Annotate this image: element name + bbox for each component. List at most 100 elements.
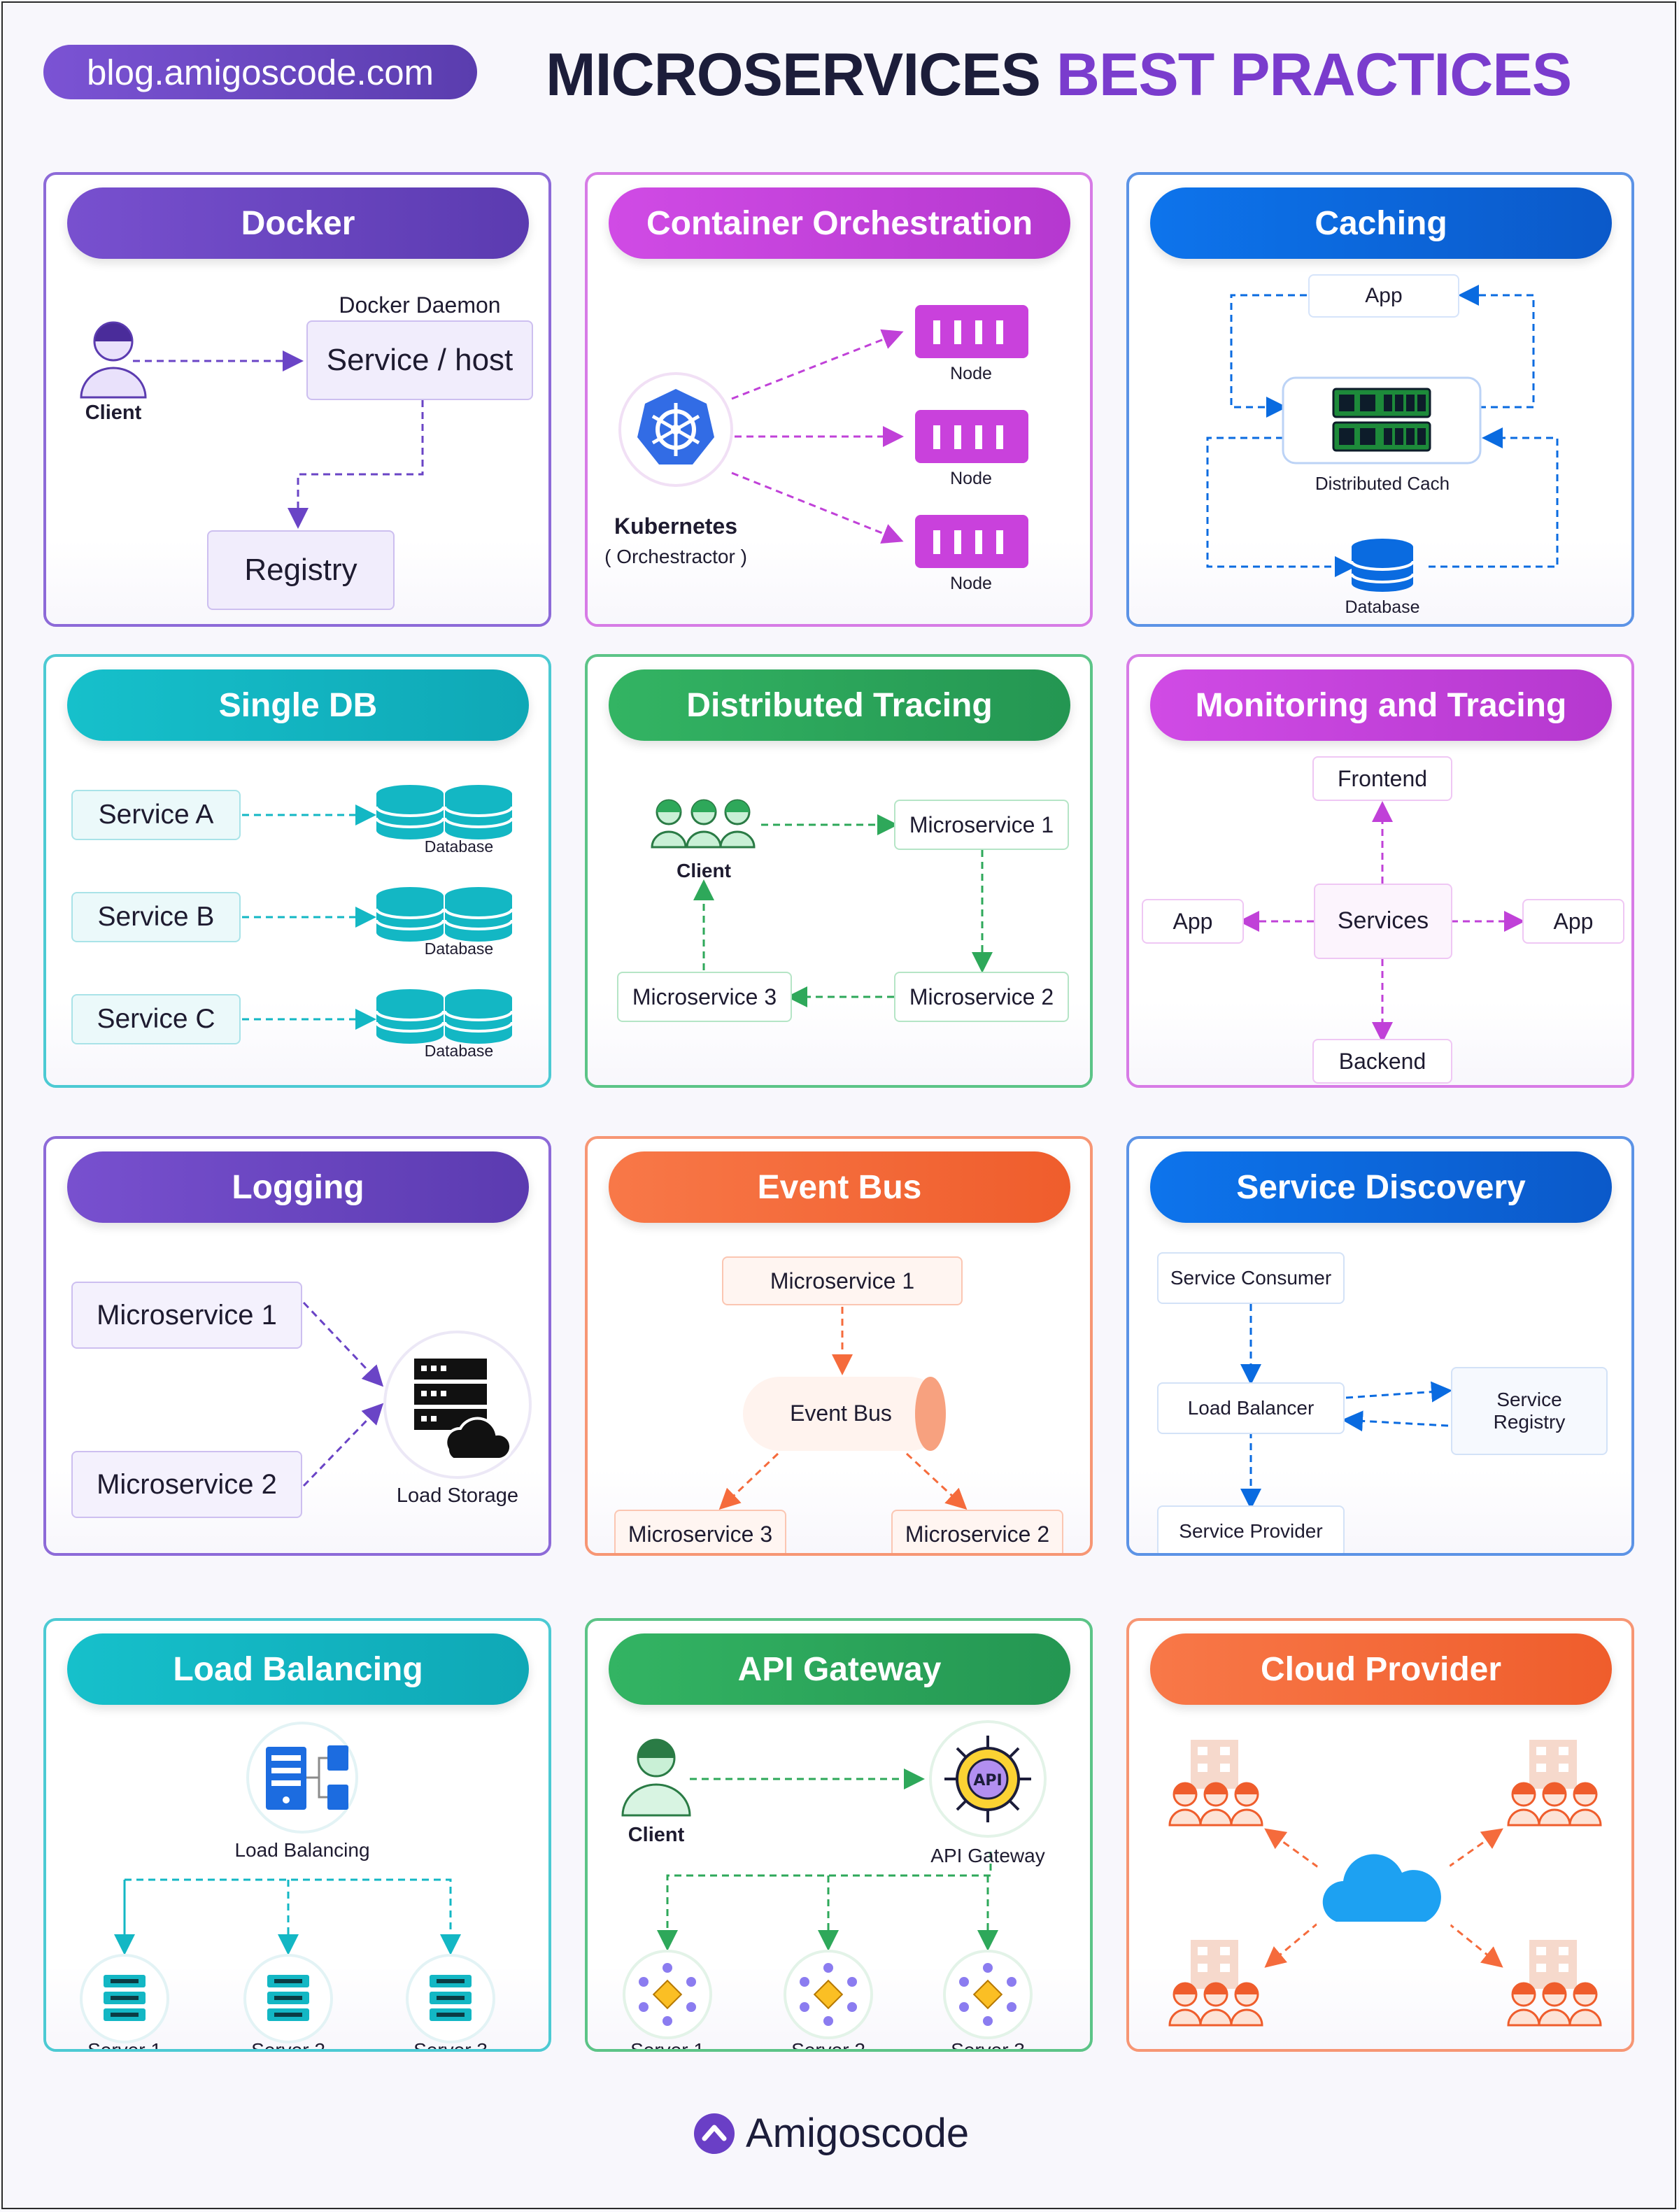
panel-cloud-provider: Cloud Provider xyxy=(1126,1618,1634,2052)
tracing-connectors xyxy=(651,799,993,1007)
services-box[interactable]: Services xyxy=(1314,884,1452,959)
caching-connectors xyxy=(1206,285,1559,592)
monitoring-header: Monitoring and Tracing xyxy=(1150,669,1612,741)
db-label-a: Database xyxy=(424,837,494,856)
tracing-header: Distributed Tracing xyxy=(609,669,1070,741)
panel-event-bus: Event Bus Microservice 1 Event Bus Micro… xyxy=(585,1136,1093,1556)
load-balancer-icon xyxy=(246,1722,358,1834)
cache-app-box[interactable]: App xyxy=(1308,274,1459,318)
gateway-server-icon-1 xyxy=(623,1950,712,2039)
db-label-c: Database xyxy=(424,1042,494,1060)
service-a-box[interactable]: Service A xyxy=(71,790,241,840)
gateway-server-icon-2 xyxy=(784,1950,873,2039)
gw-server-1-label: Server 1 xyxy=(630,2039,704,2052)
title-part-2: BEST PRACTICES xyxy=(1056,41,1572,108)
db-label-b: Database xyxy=(424,940,494,958)
service-b-box[interactable]: Service B xyxy=(71,892,241,942)
service-registry-box[interactable]: Service Registry xyxy=(1451,1367,1608,1455)
lb-server-3-label: Server 3 xyxy=(413,2039,488,2052)
service-consumer-box[interactable]: Service Consumer xyxy=(1157,1252,1345,1304)
api-gateway-connectors: API xyxy=(621,1720,1047,2039)
load-balancing-label: Load Balancing xyxy=(234,1839,370,1861)
registry-box[interactable]: Registry xyxy=(207,530,395,610)
frontend-box[interactable]: Frontend xyxy=(1312,756,1452,801)
monitoring-connectors xyxy=(1238,801,1525,1043)
load-storage-label: Load Storage xyxy=(396,1484,519,1507)
server-icon-2 xyxy=(243,1954,333,2043)
database-icons xyxy=(376,785,512,1044)
node-label-2: Node xyxy=(950,469,992,488)
cloud-icon xyxy=(1311,1824,1457,1969)
api-gateway-icon: API xyxy=(929,1720,1047,1838)
monitoring-app-left-box[interactable]: App xyxy=(1142,899,1244,944)
kubernetes-label: Kubernetes xyxy=(614,513,738,539)
panel-single-db: Single DB Service A Servi xyxy=(43,654,551,1088)
panel-api-gateway: API Gateway API xyxy=(585,1618,1093,2052)
load-balancing-header: Load Balancing xyxy=(67,1633,529,1705)
logging-header: Logging xyxy=(67,1151,529,1223)
service-c-box[interactable]: Service C xyxy=(71,994,241,1044)
logging-ms1-box[interactable]: Microservice 1 xyxy=(71,1282,302,1349)
load-balancer-box[interactable]: Load Balancer xyxy=(1157,1382,1345,1434)
api-gateway-header: API Gateway xyxy=(609,1633,1070,1705)
backend-box[interactable]: Backend xyxy=(1312,1039,1452,1084)
panel-service-discovery: Service Discovery Service Consumer Load … xyxy=(1126,1136,1634,1556)
panel-logging: Logging Microservice 1 Microservice 2 Lo… xyxy=(43,1136,551,1556)
node-icon-1 xyxy=(915,305,1028,358)
logging-connectors xyxy=(302,1301,532,1487)
event-ms1-box[interactable]: Microservice 1 xyxy=(722,1256,963,1305)
api-gateway-label: API Gateway xyxy=(930,1845,1045,1866)
page-title: MICROSERVICES BEST PRACTICES xyxy=(546,41,1572,110)
gw-server-3-label: Server 3 xyxy=(951,2039,1025,2052)
team-icon-top-left xyxy=(1168,1740,1263,1827)
node-icon-2 xyxy=(915,410,1028,463)
service-host-box[interactable]: Service / host xyxy=(306,320,533,400)
tracing-ms2-box[interactable]: Microservice 2 xyxy=(894,972,1069,1022)
distributed-cache-label: Distributed Cach xyxy=(1315,473,1450,494)
team-icon-bottom-left xyxy=(1168,1940,1263,2027)
orchestration-connectors xyxy=(618,305,1028,568)
panel-distributed-tracing: Distributed Tracing Client Microservice … xyxy=(585,654,1093,1088)
cloud-provider-header: Cloud Provider xyxy=(1150,1633,1612,1705)
footer-brand[interactable]: Amigoscode xyxy=(693,2110,969,2157)
discovery-connectors xyxy=(1240,1304,1452,1510)
event-bus-connectors xyxy=(718,1307,968,1510)
single-db-connectors xyxy=(242,785,513,1044)
team-icon-top-right xyxy=(1507,1740,1602,1827)
single-db-header: Single DB xyxy=(67,669,529,741)
event-ms3-box[interactable]: Microservice 3 xyxy=(614,1510,786,1553)
client-icon xyxy=(80,321,147,399)
node-label-1: Node xyxy=(950,364,992,383)
panel-caching: Caching App xyxy=(1126,172,1634,627)
gateway-client-icon xyxy=(621,1738,691,1817)
panel-monitoring: Monitoring and Tracing Frontend Services… xyxy=(1126,654,1634,1088)
event-ms2-box[interactable]: Microservice 2 xyxy=(891,1510,1063,1553)
team-icon-bottom-right xyxy=(1507,1940,1602,2027)
logging-ms2-box[interactable]: Microservice 2 xyxy=(71,1451,302,1518)
api-badge-text: API xyxy=(973,1772,1002,1789)
panel-load-balancing: Load Balancing Load Balancing Server 1 S… xyxy=(43,1618,551,2052)
panel-container-orchestration: Container Orchestration Node Node Node K… xyxy=(585,172,1093,627)
tracing-client-label: Client xyxy=(676,860,731,881)
amigoscode-logo-icon xyxy=(694,2113,735,2154)
tracing-ms3-box[interactable]: Microservice 3 xyxy=(617,972,792,1022)
blog-url-badge[interactable]: blog.amigoscode.com xyxy=(43,45,477,99)
orchestrator-label: ( Orchestractor ) xyxy=(604,546,747,567)
gw-server-2-label: Server 2 xyxy=(791,2039,865,2052)
lb-server-2-label: Server 2 xyxy=(251,2039,325,2052)
log-storage-icon xyxy=(383,1331,532,1479)
event-bus-pipe-icon xyxy=(743,1377,946,1451)
monitoring-app-right-box[interactable]: App xyxy=(1522,899,1624,944)
kubernetes-icon xyxy=(618,372,733,487)
docker-connectors xyxy=(80,321,424,529)
server-icon-3 xyxy=(406,1954,495,2043)
docker-daemon-label: Docker Daemon xyxy=(339,292,501,318)
gateway-server-icon-3 xyxy=(943,1950,1033,2039)
tracing-ms1-box[interactable]: Microservice 1 xyxy=(894,800,1069,850)
orchestration-header: Container Orchestration xyxy=(609,187,1070,259)
gateway-client-label: Client xyxy=(628,1824,685,1846)
server-icon-1 xyxy=(80,1954,169,2043)
panel-docker: Docker Client Docker Daemon Service / ho… xyxy=(43,172,551,627)
service-provider-box[interactable]: Service Provider xyxy=(1157,1505,1345,1553)
